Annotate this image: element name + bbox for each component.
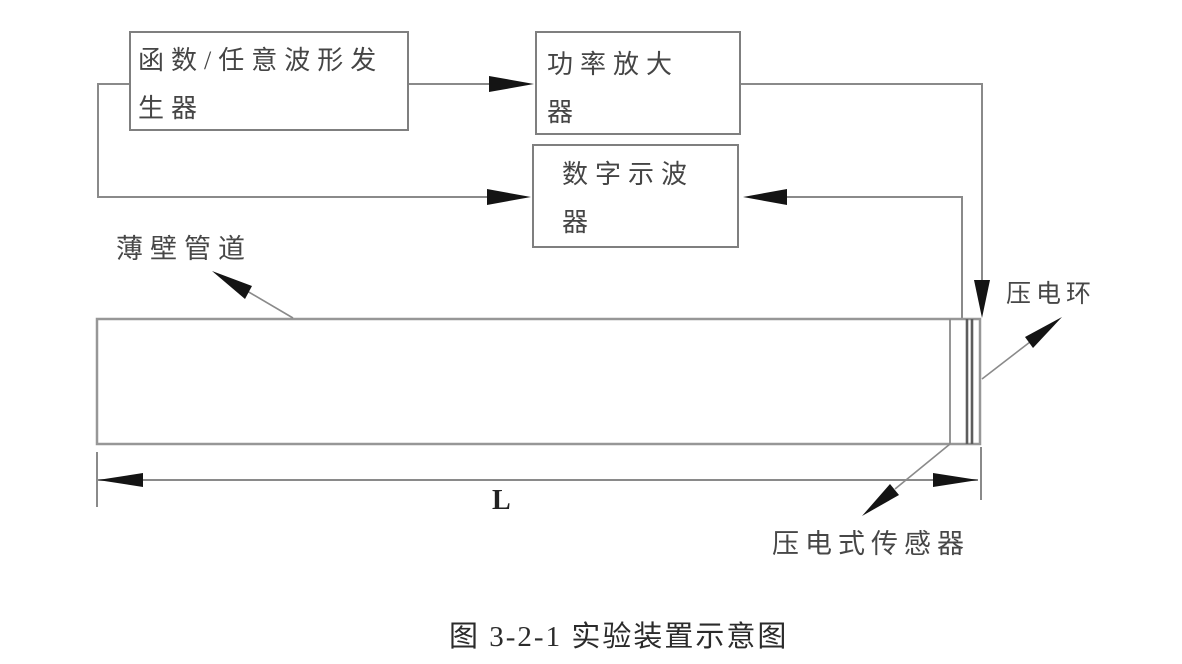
generator-label-line2: 生器 [138,94,205,123]
leader-pipe-label [246,290,294,319]
left-arrowhead-icon [743,189,787,205]
oscilloscope-box: 数字示波 器 [532,144,739,248]
leader-arrowhead-icon [212,271,252,299]
wire-amplifier-to-piezo-ring [741,83,983,282]
oscilloscope-label-line1: 数字示波 [562,160,695,189]
oscilloscope-label-line2: 器 [562,208,596,237]
wire-generator-to-oscilloscope [97,83,488,198]
leader-piezo-sensor-label [894,443,951,490]
wire-sensor-to-oscilloscope [786,196,963,319]
generator-label-line1: 函数/任意波形发 [138,46,384,75]
dimension-arrowhead-left-icon [98,473,143,487]
leader-arrowhead-icon [1025,317,1062,348]
length-dimension-label: L [492,485,511,516]
leader-piezo-ring-label [981,341,1031,380]
amplifier-label-line2: 器 [547,98,581,127]
piezo-sensor-label: 压电式传感器 [772,529,970,559]
piezo-ring-label: 压电环 [1006,281,1097,308]
amplifier-label-line1: 功率放大 [547,50,680,79]
figure-caption: 图 3-2-1 实验装置示意图 [449,621,789,653]
leader-arrowhead-icon [862,484,899,516]
pipe-outline [95,317,982,446]
right-arrowhead-icon [487,189,531,205]
right-arrowhead-icon [489,76,534,92]
generator-box: 函数/任意波形发 生器 [129,31,409,131]
down-arrowhead-icon [974,280,990,318]
pipe-label: 薄壁管道 [116,234,252,264]
dimension-arrowhead-right-icon [933,473,978,487]
amplifier-box: 功率放大 器 [535,31,741,135]
